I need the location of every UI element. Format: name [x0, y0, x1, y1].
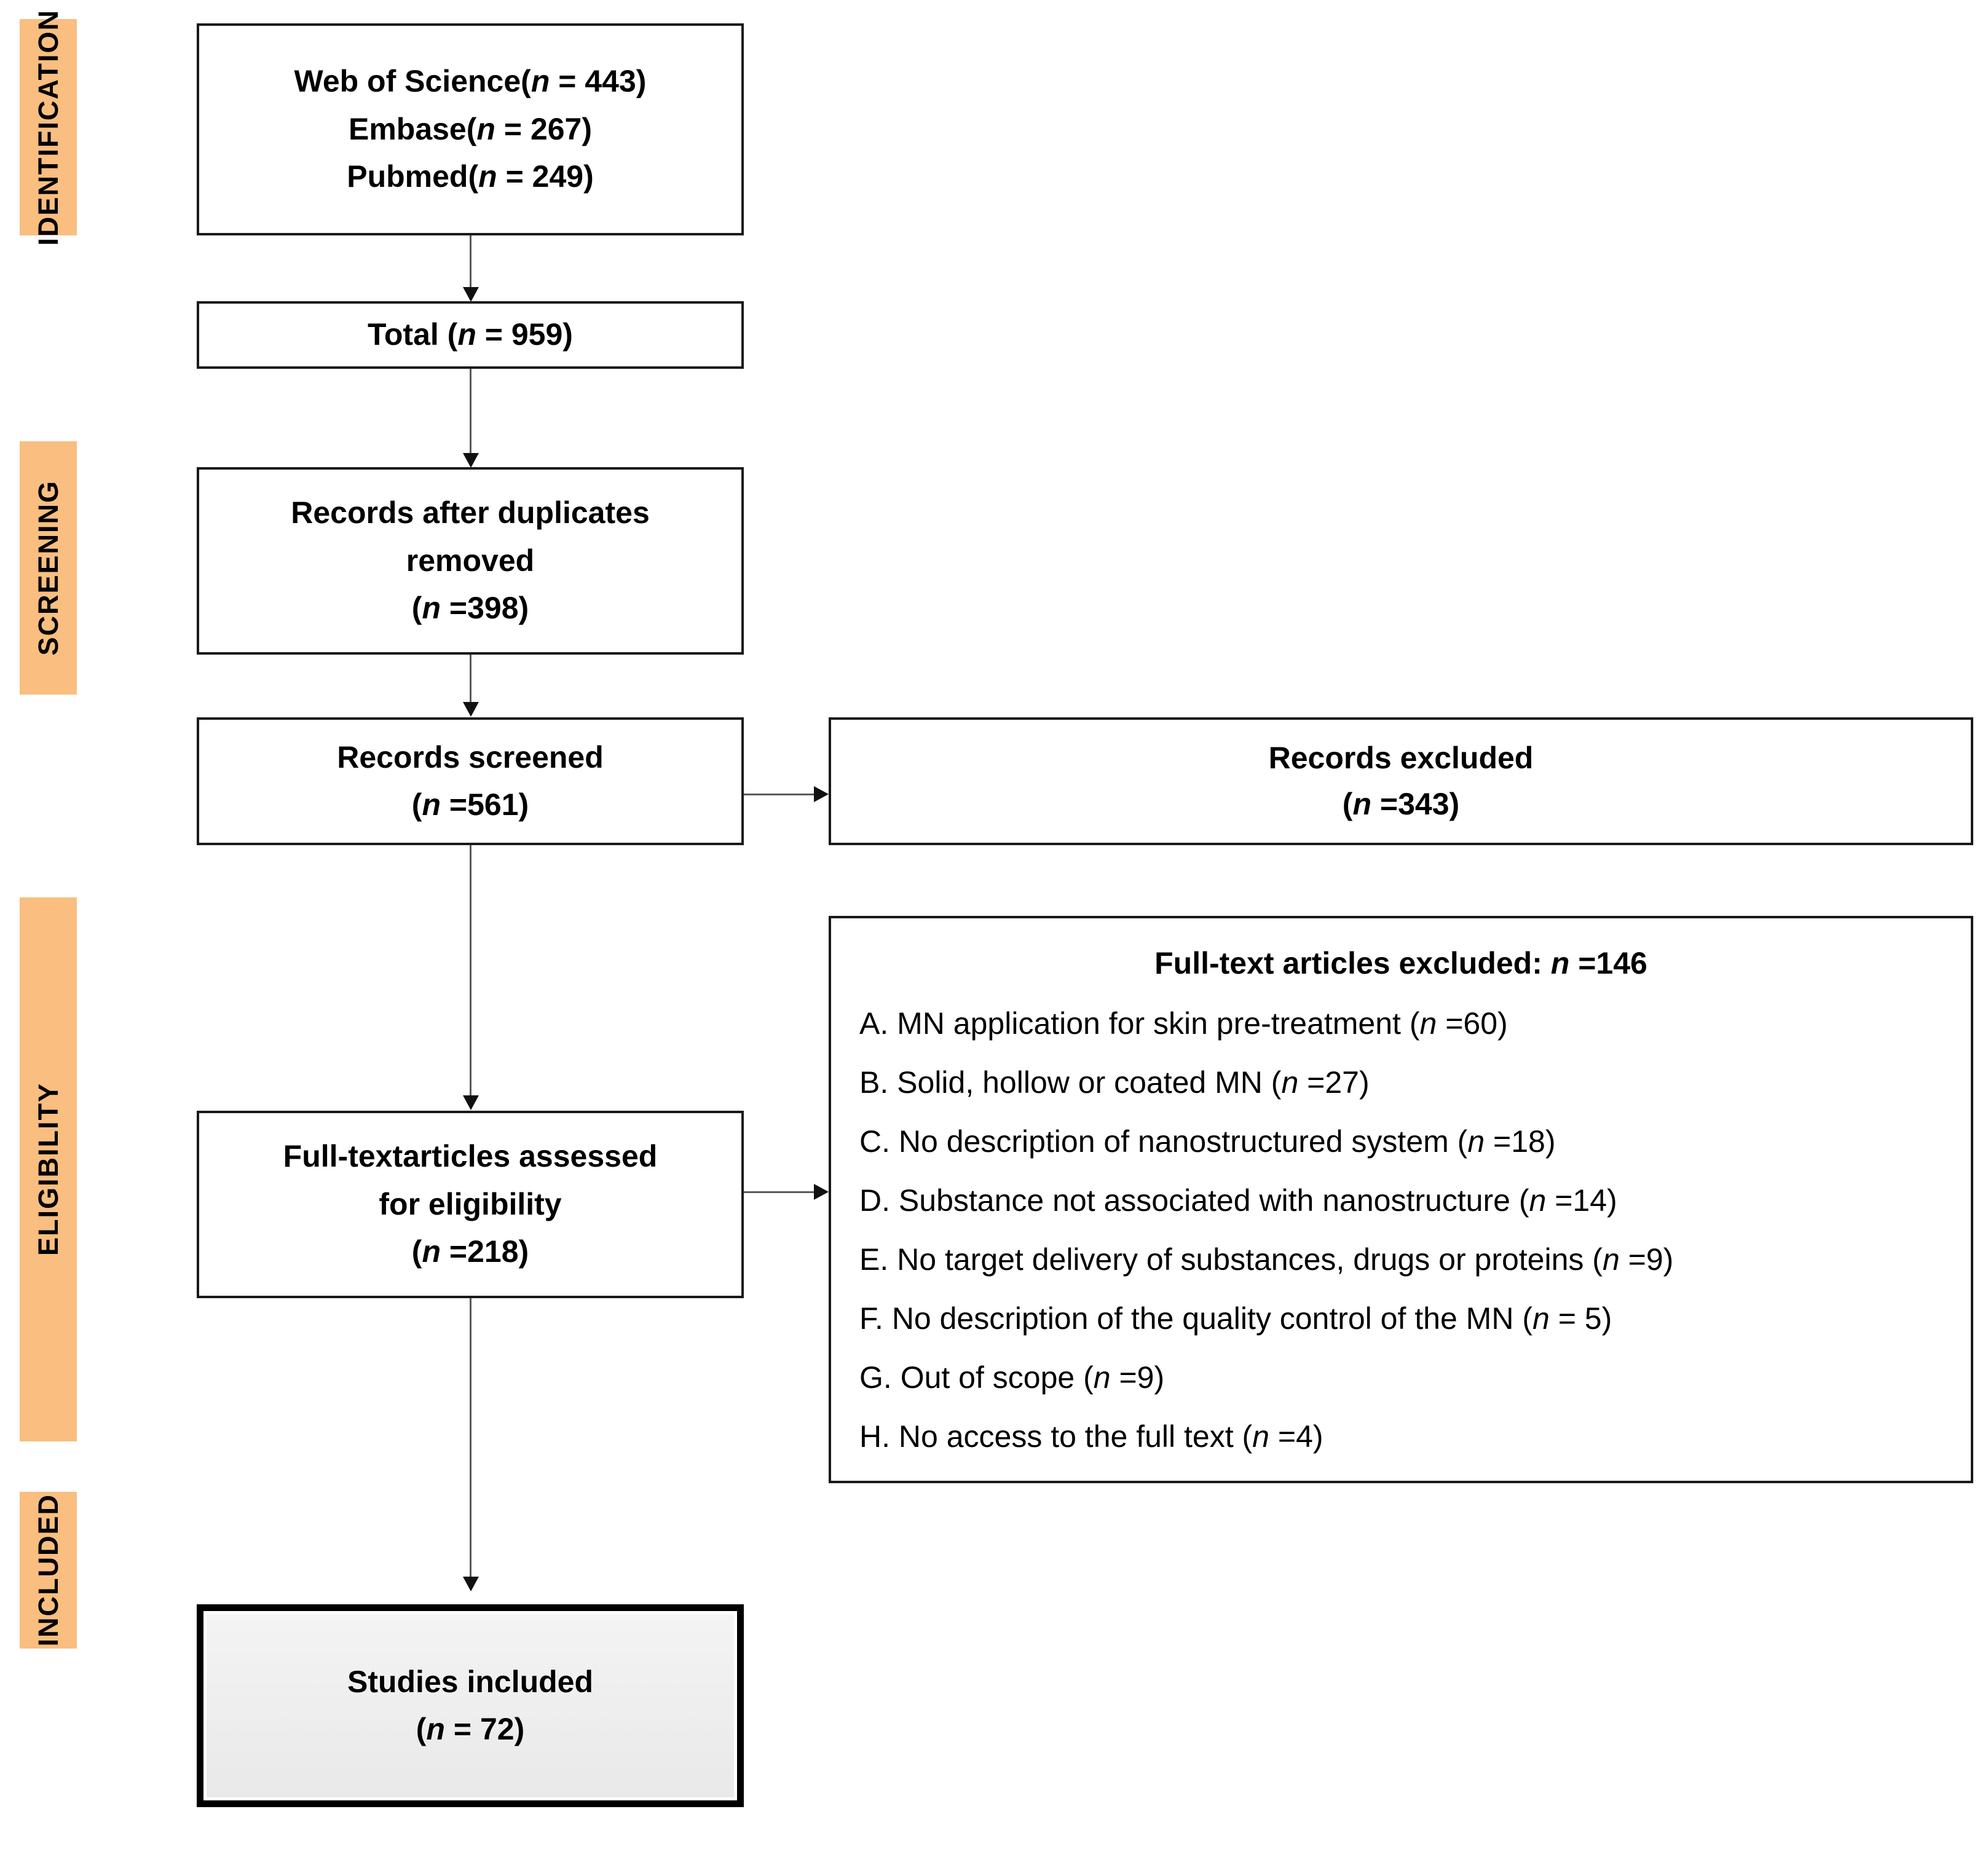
source-line-embase: Embase(n = 267) — [348, 111, 593, 146]
box-database-sources: Web of Science(n = 443) Embase(n = 267) … — [197, 23, 744, 235]
fulltext-assessed-count: (n =218) — [411, 1234, 529, 1269]
arrowhead-assessed-to-included — [463, 1577, 479, 1591]
duplicates-line-1: Records after duplicates — [291, 495, 650, 530]
stage-bar-identification: IDENTIFICATION — [20, 9, 77, 245]
box-studies-included: Studies included (n = 72) — [197, 1604, 744, 1807]
records-excluded-label: Records excluded — [1268, 741, 1534, 775]
list-item: F. No description of the quality control… — [859, 1301, 1612, 1336]
duplicates-count: (n =398) — [411, 591, 529, 626]
fulltext-assessed-line-2: for eligibility — [379, 1186, 562, 1221]
records-excluded-count: (n =343) — [1342, 787, 1460, 821]
fulltext-excluded-title: Full-text articles excluded: n =146 — [1154, 946, 1647, 980]
connector-assessed-to-fulltext-excluded — [744, 1191, 818, 1193]
arrowhead-sources-to-total — [463, 287, 479, 302]
duplicates-line-2: removed — [406, 543, 535, 578]
list-item: B. Solid, hollow or coated MN (n =27) — [859, 1065, 1370, 1100]
stage-bar-screening: SCREENING — [20, 441, 77, 695]
connector-sources-to-total — [470, 235, 471, 294]
list-item: A. MN application for skin pre-treatment… — [859, 1006, 1508, 1041]
total-line: Total (n = 959) — [368, 317, 573, 352]
connector-screened-to-fulltext — [470, 845, 471, 1100]
records-screened-label: Records screened — [337, 739, 604, 774]
connector-assessed-to-included — [470, 1298, 471, 1581]
studies-included-label: Studies included — [347, 1664, 594, 1699]
box-fulltext-articles-assessed: Full-textarticles assessed for eligibili… — [197, 1111, 744, 1298]
stage-bar-eligibility: ELIGIBILITY — [20, 897, 77, 1441]
source-line-pubmed: Pubmed(n = 249) — [347, 159, 594, 194]
arrowhead-duplicates-to-screened — [463, 702, 479, 717]
list-item: D. Substance not associated with nanostr… — [859, 1183, 1617, 1218]
stage-label-screening: SCREENING — [33, 480, 64, 656]
list-item: C. No description of nanostructured syst… — [859, 1124, 1556, 1159]
list-item: H. No access to the full text (n =4) — [859, 1419, 1323, 1454]
stage-bar-included: INCLUDED — [20, 1492, 77, 1649]
arrowhead-screened-to-excluded — [814, 786, 829, 802]
arrowhead-assessed-to-fulltext-excluded — [814, 1184, 829, 1200]
box-records-excluded: Records excluded (n =343) — [829, 717, 1973, 845]
stage-label-identification: IDENTIFICATION — [33, 9, 64, 246]
connector-duplicates-to-screened — [470, 655, 471, 707]
box-records-screened: Records screened (n =561) — [197, 717, 744, 845]
studies-included-count: (n = 72) — [416, 1712, 525, 1746]
stage-label-included: INCLUDED — [33, 1494, 64, 1647]
fulltext-assessed-line-1: Full-textarticles assessed — [283, 1139, 658, 1174]
stage-label-eligibility: ELIGIBILITY — [33, 1082, 64, 1256]
arrowhead-total-to-duplicates — [463, 453, 479, 468]
connector-screened-to-excluded — [744, 794, 818, 795]
list-item: G. Out of scope (n =9) — [859, 1360, 1165, 1395]
arrowhead-screened-to-fulltext — [463, 1095, 479, 1110]
box-total-records: Total (n = 959) — [197, 301, 744, 369]
list-item: E. No target delivery of substances, dru… — [859, 1242, 1674, 1277]
source-line-web-of-science: Web of Science(n = 443) — [294, 64, 647, 99]
records-screened-count: (n =561) — [411, 787, 529, 822]
box-records-after-duplicates-removed: Records after duplicates removed (n =398… — [197, 467, 744, 655]
box-fulltext-articles-excluded: Full-text articles excluded: n =146 A. M… — [829, 916, 1973, 1483]
connector-total-to-duplicates — [470, 369, 471, 458]
exclusion-reason-list: A. MN application for skin pre-treatment… — [831, 1004, 1971, 1456]
